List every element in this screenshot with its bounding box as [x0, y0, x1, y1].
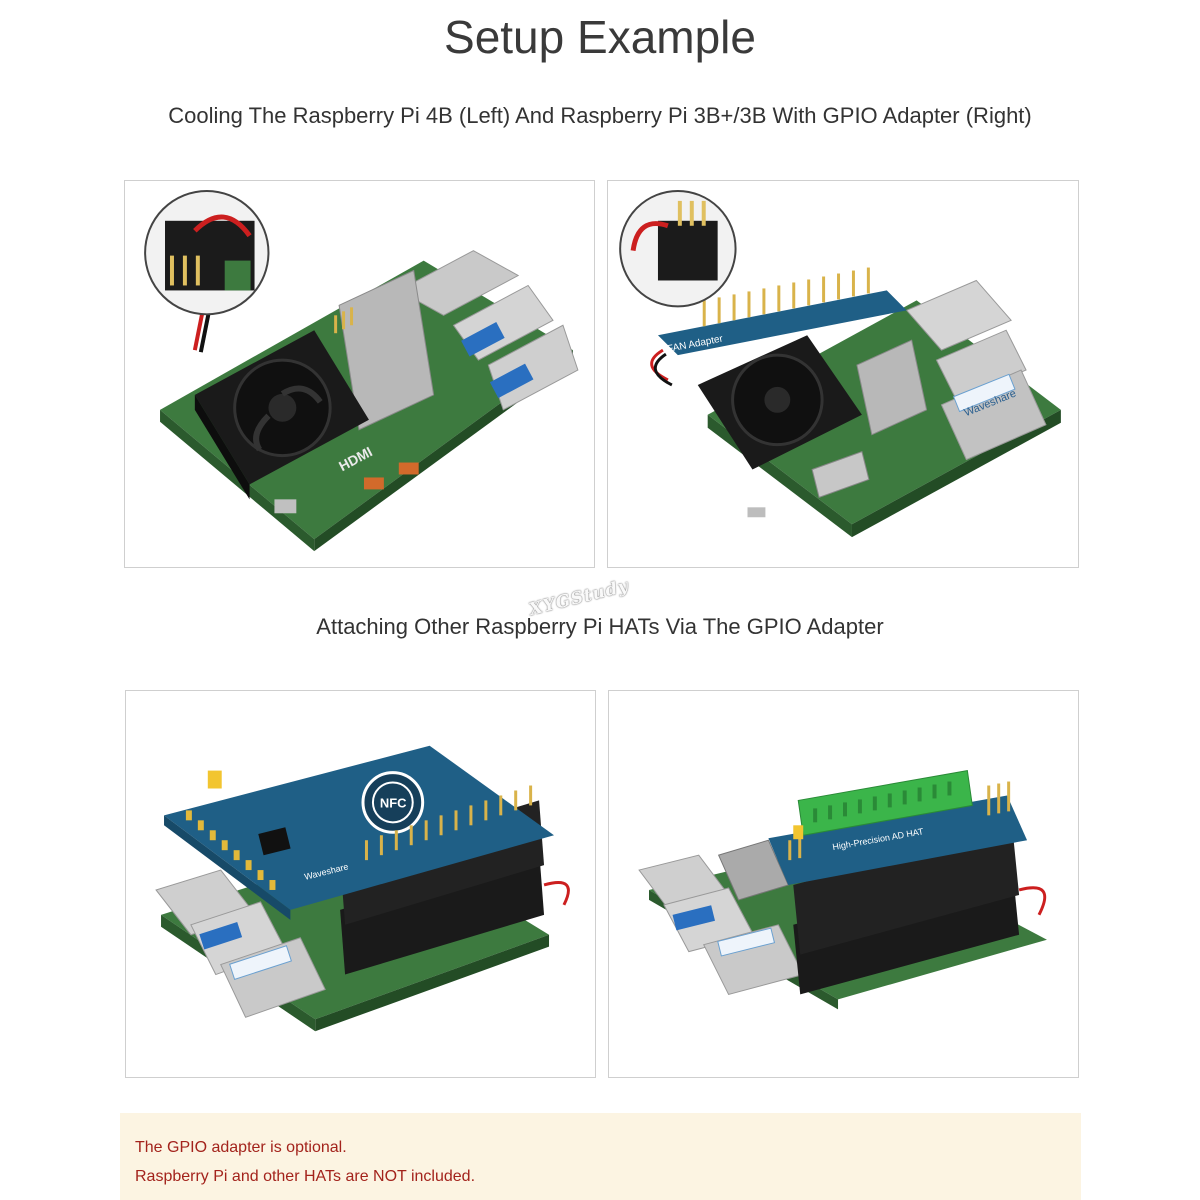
- photo-ad-hat-stacked: High-Precision AD HAT: [608, 690, 1079, 1078]
- note-not-included: Raspberry Pi and other HATs are NOT incl…: [135, 1168, 476, 1185]
- nfc-hat-illustration: NFC PN532 NFC HAT Waveshare: [155, 732, 570, 1032]
- photo-pi4b-cooling-fan: HDMI: [124, 180, 595, 568]
- section-subtitle-hats: Attaching Other Raspberry Pi HATs Via Th…: [316, 614, 884, 639]
- note-gpio-adapter-optional: The GPIO adapter is optional.: [135, 1139, 347, 1156]
- pi4b-fan-illustration: HDMI: [144, 189, 579, 552]
- ad-hat-illustration: High-Precision AD HAT: [638, 770, 1047, 1010]
- pi3b-adapter-illustration: Waveshare FAN Adapter: [619, 189, 1061, 538]
- photo-pi3b-cooling-gpio-adapter: Waveshare FAN Adapter: [607, 180, 1079, 568]
- page-title: Setup Example: [444, 11, 756, 63]
- note-box: The GPIO adapter is optional. Raspberry …: [120, 1113, 1081, 1200]
- nfc-logo-text: NFC: [380, 795, 407, 810]
- section-subtitle-cooling: Cooling The Raspberry Pi 4B (Left) And R…: [168, 103, 1032, 128]
- photo-nfc-hat-stacked: NFC PN532 NFC HAT Waveshare: [125, 690, 596, 1078]
